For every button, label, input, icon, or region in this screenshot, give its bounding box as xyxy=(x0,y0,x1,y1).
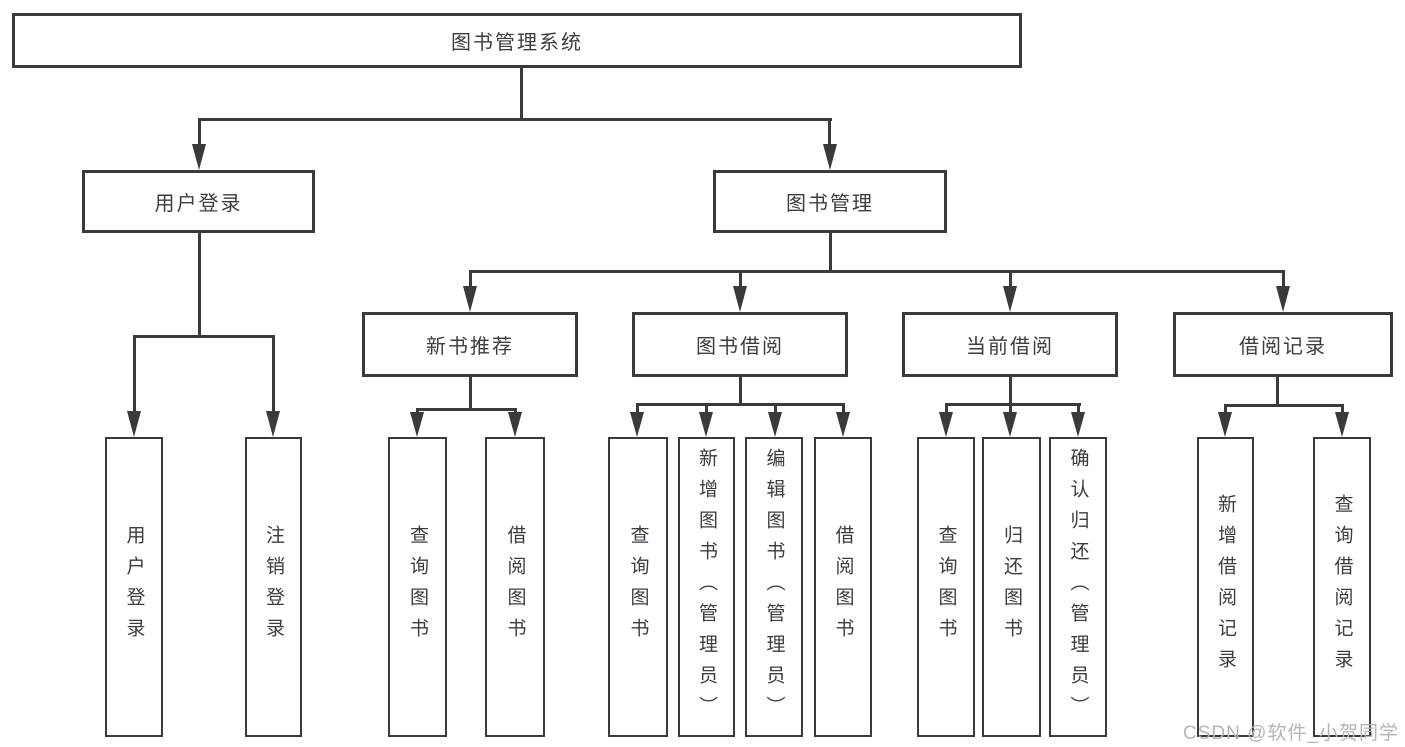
leaf-add-record-label: 新增借阅记录 xyxy=(1215,494,1236,680)
edge-to-leaf-user-login-shaft xyxy=(133,335,136,413)
leaf-query-books-3-label: 查询图书 xyxy=(935,525,957,649)
edge-to-current-borrow-shaft xyxy=(1009,270,1012,290)
arrow-to-leaf-add-book-icon xyxy=(699,412,713,437)
edge-to-leaf-query3-shaft xyxy=(945,403,948,415)
leaf-borrow-books-1-label: 借阅图书 xyxy=(504,525,526,649)
edge-to-leaf-return-shaft xyxy=(1009,403,1012,415)
leaf-borrow-books-1: 借阅图书 xyxy=(485,437,545,737)
node-current-borrow: 当前借阅 xyxy=(902,312,1118,377)
edge-book-mgmt-bar xyxy=(469,270,1285,273)
arrow-to-leaf-borrow2-icon xyxy=(836,412,850,437)
arrow-to-leaf-query-record-icon xyxy=(1335,412,1349,437)
edge-user-login-bar xyxy=(133,335,275,338)
edge-user-login-stem xyxy=(198,233,201,335)
arrow-to-user-login-icon xyxy=(192,144,206,170)
edge-to-leaf-confirm-shaft xyxy=(1077,403,1080,415)
leaf-return-book: 归还图书 xyxy=(982,437,1041,737)
arrow-to-leaf-query2-icon xyxy=(630,412,644,437)
node-book-borrow: 图书借阅 xyxy=(632,312,848,377)
leaf-query-books-1-label: 查询图书 xyxy=(407,525,428,649)
node-book-borrow-label: 图书借阅 xyxy=(696,336,784,358)
node-root-label: 图书管理系统 xyxy=(451,32,583,54)
leaf-borrow-books-2: 借阅图书 xyxy=(814,437,872,737)
arrow-to-leaf-logout-icon xyxy=(266,411,280,437)
edge-borrow-records-stem xyxy=(1276,377,1279,406)
arrow-to-borrow-records-icon xyxy=(1276,286,1290,312)
edge-to-leaf-query-record-shaft xyxy=(1341,404,1344,414)
leaf-query-books-3: 查询图书 xyxy=(917,437,975,737)
edge-root-bar xyxy=(198,118,832,121)
arrow-to-leaf-borrow1-icon xyxy=(508,412,522,437)
arrow-to-leaf-return-icon xyxy=(1003,412,1017,437)
leaf-edit-book: 编辑图书（管理员） xyxy=(745,437,803,737)
edge-to-leaf-query2-shaft xyxy=(636,403,639,415)
leaf-borrow-books-2-label: 借阅图书 xyxy=(832,525,854,649)
arrow-to-leaf-query3-icon xyxy=(939,412,953,437)
edge-root-to-book-mgmt-shaft xyxy=(828,118,831,146)
leaf-add-record: 新增借阅记录 xyxy=(1197,437,1254,737)
leaf-query-books-2: 查询图书 xyxy=(608,437,668,737)
arrow-to-leaf-query1-icon xyxy=(410,412,424,437)
edge-book-borrow-stem xyxy=(739,377,742,405)
leaf-query-books-1: 查询图书 xyxy=(388,437,447,737)
leaf-add-book: 新增图书（管理员） xyxy=(678,437,735,737)
edge-root-to-user-login-shaft xyxy=(198,118,201,146)
edge-to-leaf-edit-book-shaft xyxy=(774,403,777,415)
node-user-login-label: 用户登录 xyxy=(154,193,243,215)
leaf-query-record-label: 查询借阅记录 xyxy=(1331,494,1353,680)
node-new-rec: 新书推荐 xyxy=(362,312,578,377)
node-borrow-records-label: 借阅记录 xyxy=(1239,336,1327,358)
node-root: 图书管理系统 xyxy=(12,13,1022,68)
arrow-to-leaf-edit-book-icon xyxy=(768,412,782,437)
edge-new-rec-stem xyxy=(469,377,472,410)
leaf-user-login-label: 用户登录 xyxy=(123,525,145,649)
arrow-to-leaf-add-record-icon xyxy=(1218,412,1232,437)
arrow-to-leaf-confirm-icon xyxy=(1071,412,1085,437)
arrow-to-book-mgmt-icon xyxy=(823,144,837,170)
edge-root-stem xyxy=(520,67,523,118)
edge-to-leaf-add-book-shaft xyxy=(705,403,708,415)
edge-to-leaf-borrow2-shaft xyxy=(842,403,845,415)
leaf-add-book-label: 新增图书（管理员） xyxy=(696,447,717,727)
edge-to-new-rec-shaft xyxy=(469,270,472,290)
node-new-rec-label: 新书推荐 xyxy=(426,336,514,358)
node-borrow-records: 借阅记录 xyxy=(1173,312,1393,377)
leaf-return-book-label: 归还图书 xyxy=(1001,525,1022,649)
edge-to-leaf-add-record-shaft xyxy=(1224,404,1227,414)
arrow-to-current-borrow-icon xyxy=(1003,286,1017,312)
leaf-logout: 注销登录 xyxy=(245,437,302,737)
csdn-watermark: CSDN @软件_小贺同学 xyxy=(1183,723,1399,744)
leaf-edit-book-label: 编辑图书（管理员） xyxy=(763,447,785,727)
leaf-confirm-return: 确认归还（管理员） xyxy=(1049,437,1107,737)
edge-to-borrow-records-shaft xyxy=(1282,270,1285,290)
leaf-logout-label: 注销登录 xyxy=(263,525,284,649)
edge-borrow-records-bar xyxy=(1224,404,1344,407)
leaf-user-login: 用户登录 xyxy=(105,437,163,737)
edge-book-mgmt-stem xyxy=(829,233,832,272)
edge-book-borrow-bar xyxy=(636,403,845,406)
arrow-to-leaf-user-login-icon xyxy=(127,411,141,437)
arrow-to-book-borrow-icon xyxy=(733,286,747,312)
node-current-borrow-label: 当前借阅 xyxy=(966,336,1054,358)
edge-new-rec-bar xyxy=(416,408,517,411)
edge-to-leaf-logout-shaft xyxy=(272,335,275,413)
edge-current-borrow-stem xyxy=(1009,377,1012,405)
leaf-confirm-return-label: 确认归还（管理员） xyxy=(1067,447,1089,727)
edge-to-book-borrow-shaft xyxy=(739,270,742,290)
edge-current-borrow-bar xyxy=(945,403,1081,406)
leaf-query-books-2-label: 查询图书 xyxy=(627,525,649,649)
arrow-to-new-rec-icon xyxy=(463,286,477,312)
node-user-login: 用户登录 xyxy=(82,170,315,233)
leaf-query-record: 查询借阅记录 xyxy=(1313,437,1371,737)
node-book-mgmt: 图书管理 xyxy=(713,170,947,233)
node-book-mgmt-label: 图书管理 xyxy=(786,193,874,215)
